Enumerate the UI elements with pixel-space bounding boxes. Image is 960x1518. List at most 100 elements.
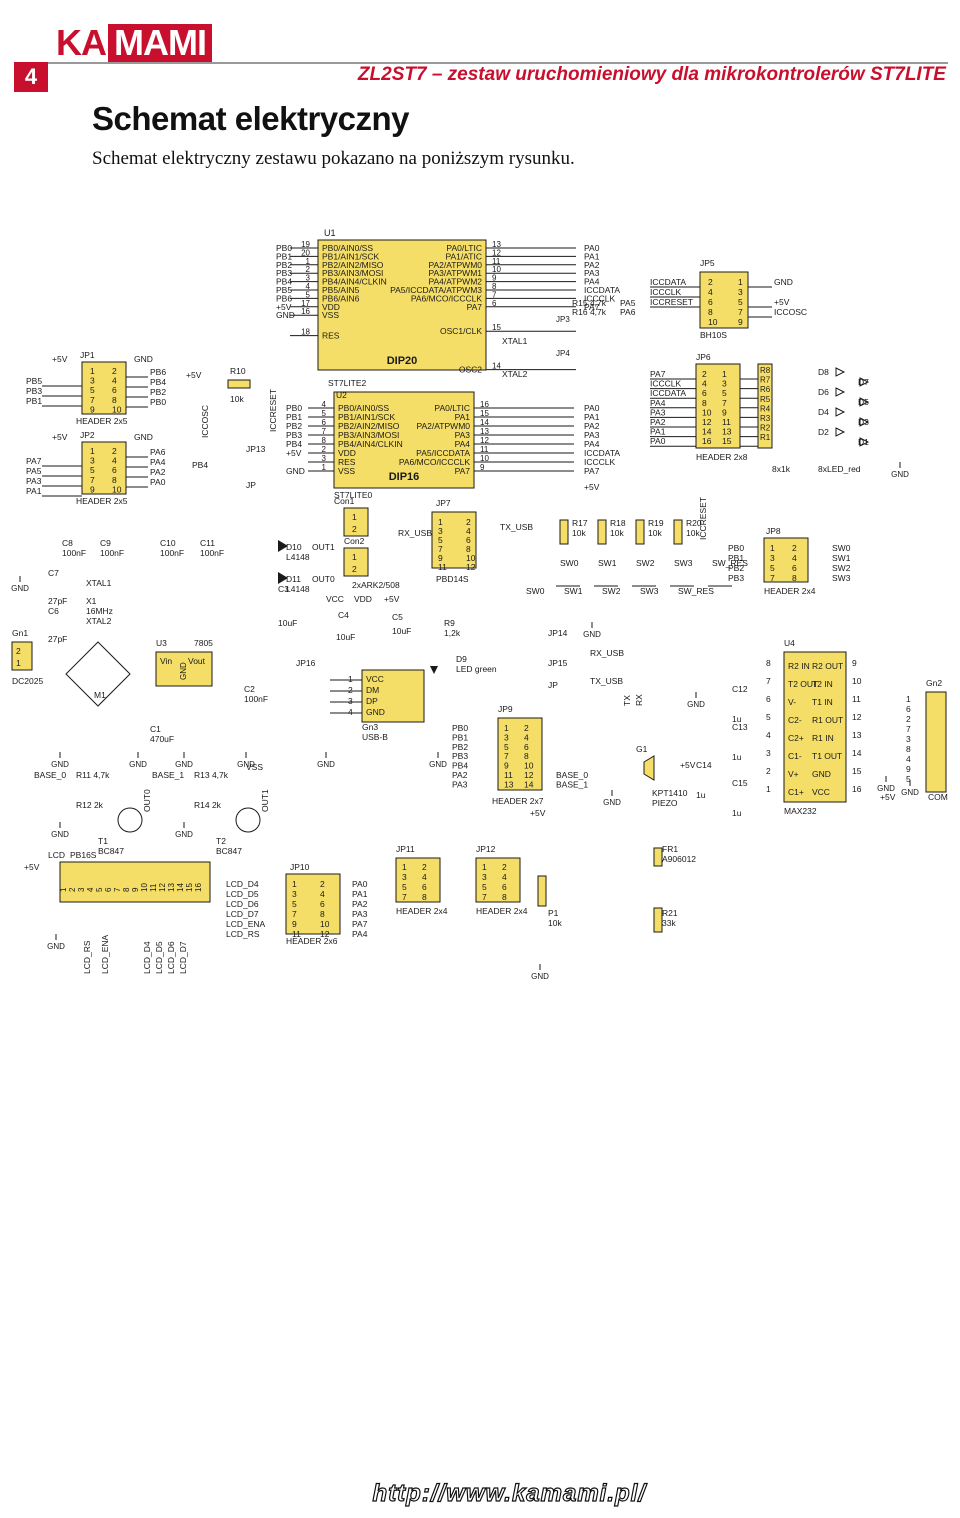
usb-pin-name: DP bbox=[366, 696, 378, 706]
jp-2x4-body bbox=[395, 857, 441, 903]
jp10-type: HEADER 2x6 bbox=[286, 936, 338, 946]
c15-ref: C15 bbox=[732, 778, 748, 788]
switch-label-top: SW2 bbox=[636, 558, 655, 568]
pb4-label: PB4 bbox=[192, 460, 208, 470]
diode-ref: D10 bbox=[286, 542, 302, 552]
jp10-net-right: PA4 bbox=[352, 929, 368, 939]
fr1-body bbox=[653, 847, 663, 867]
u1-pin-name: PB1/AIN1/SCK bbox=[322, 251, 379, 261]
u4-pin-name-right: R1 OUT bbox=[812, 715, 843, 725]
jp7-pin-left: 9 bbox=[438, 553, 443, 563]
pa5-label: PA5 bbox=[620, 298, 636, 308]
u2-pin-num: 10 bbox=[480, 454, 489, 463]
u1-pin-name: PB2/AIN2/MISO bbox=[322, 260, 384, 270]
transistor-base-net: BASE_0 bbox=[34, 770, 66, 780]
jp9-net-left: PB0 bbox=[452, 723, 468, 733]
jp-2x4-pin-right: 4 bbox=[422, 872, 427, 882]
u2-ref: U2 bbox=[336, 390, 347, 400]
jp-2x4-pin-right: 8 bbox=[422, 892, 427, 902]
switch-label-bottom: SW1 bbox=[564, 586, 583, 596]
rx-label: RX bbox=[634, 694, 644, 706]
jp-2x4-pin-left: 1 bbox=[402, 862, 407, 872]
u3-pin-gnd: GND bbox=[179, 662, 188, 680]
u1-pin-name: VDD bbox=[322, 302, 340, 312]
switch-label-top: SW3 bbox=[674, 558, 693, 568]
jp2-net-right: PA6 bbox=[150, 447, 166, 457]
jp5-net-left: ICCRESET bbox=[650, 297, 693, 307]
u1-pin-num: 5 bbox=[306, 290, 311, 299]
lcd-net-label: LCD_D5 bbox=[154, 941, 164, 974]
jp5-net-left: ICCDATA bbox=[650, 277, 686, 287]
gnd-label: GND bbox=[891, 470, 909, 479]
u4-pin-name-right: VCC bbox=[812, 787, 830, 797]
jp2-pin-right: 6 bbox=[112, 465, 117, 475]
led-resistor-label: R1 bbox=[760, 433, 771, 442]
jp1-pin-left: 5 bbox=[90, 385, 95, 395]
r10-body bbox=[227, 379, 251, 389]
jp2-net-right: PA0 bbox=[150, 477, 166, 487]
gnd-label: GND bbox=[687, 700, 705, 709]
jp10-net-left: LCD_D5 bbox=[226, 889, 259, 899]
led-label: D3 bbox=[858, 417, 869, 427]
jp-2x4-pin-left: 3 bbox=[402, 872, 407, 882]
u2-pin-num: 7 bbox=[322, 427, 327, 436]
jp10-net-right: PA7 bbox=[352, 919, 368, 929]
lcd-net-label: LCD_D6 bbox=[166, 941, 176, 974]
u4-pin-name-right: T1 IN bbox=[812, 697, 833, 707]
c7-ref: C7 bbox=[48, 568, 59, 578]
jp8-net-right: SW0 bbox=[832, 543, 851, 553]
jp2-pin-left: 9 bbox=[90, 484, 95, 494]
u2-net-left: +5V bbox=[286, 448, 302, 458]
u1-pin-name: PB6/AIN6 bbox=[322, 293, 360, 303]
piezo-part: KPT1410 bbox=[652, 788, 688, 798]
u4-pin-num-left: 3 bbox=[766, 748, 771, 758]
lcd-body bbox=[59, 861, 211, 903]
jp9-type: HEADER 2x7 bbox=[492, 796, 544, 806]
jp6-pin-left: 12 bbox=[702, 417, 712, 427]
footer-url: http://www.kamami.pl/ bbox=[372, 1479, 646, 1507]
u2-pin-name: PA0/LTIC bbox=[434, 403, 470, 413]
rx-usb-label: RX_USB bbox=[398, 528, 432, 538]
jp6-pin-right: 7 bbox=[722, 398, 727, 408]
u1-pin-name: PB0/AIN0/SS bbox=[322, 243, 373, 253]
u2-bottom-label: ST7LITE0 bbox=[334, 490, 373, 500]
lcd-part: PB16S bbox=[70, 850, 97, 860]
jp8-pin-left: 1 bbox=[770, 543, 775, 553]
iccreset-label: ICCRESET bbox=[268, 389, 278, 432]
u1-pin-num: 8 bbox=[492, 282, 497, 291]
jp1-net-left: PB3 bbox=[26, 386, 42, 396]
u2-pin-name: VDD bbox=[338, 448, 356, 458]
usb-type: USB-B bbox=[362, 732, 388, 742]
transistor-ref: T1 bbox=[98, 836, 108, 846]
jp-2x4-pin-left: 3 bbox=[482, 872, 487, 882]
vcc-label: +5V bbox=[52, 432, 68, 442]
u1-pin-num: 20 bbox=[301, 248, 310, 257]
u1-xtal2: XTAL2 bbox=[502, 369, 528, 379]
jp5-type: BH10S bbox=[700, 330, 727, 340]
lcd-pin: 5 bbox=[95, 887, 104, 892]
u4-pin-name-left: R2 IN bbox=[788, 661, 810, 671]
tx-usb-label: TX_USB bbox=[500, 522, 533, 532]
brand-logo: KA MAMI bbox=[56, 24, 212, 62]
r10-ref: R10 bbox=[230, 366, 246, 376]
jp7-pin-right: 4 bbox=[466, 526, 471, 536]
pullup-value: 10k bbox=[610, 528, 624, 538]
r21-body bbox=[653, 907, 663, 933]
pullup-resistor-body bbox=[597, 519, 607, 545]
jp9-pin-right: 4 bbox=[524, 732, 529, 742]
u4-pin-name-right: R1 IN bbox=[812, 733, 834, 743]
vcc-label: +5V bbox=[186, 370, 202, 380]
jp10-pin-right: 2 bbox=[320, 879, 325, 889]
con2-value: 2xARK2/508 bbox=[352, 580, 400, 590]
jp10-pin-left: 5 bbox=[292, 899, 297, 909]
jp16-label: JP16 bbox=[296, 658, 316, 668]
jp6-pin-left: 8 bbox=[702, 398, 707, 408]
jp-2x4-type: HEADER 2x4 bbox=[396, 906, 448, 916]
diode-net: OUT1 bbox=[312, 542, 335, 552]
u1-pin-num: 2 bbox=[306, 265, 311, 274]
c2-ref: C2 bbox=[244, 684, 255, 694]
u1-net-left: PB2 bbox=[276, 260, 292, 270]
p1-value: 10k bbox=[548, 918, 562, 928]
u2-pin-num: 14 bbox=[480, 418, 489, 427]
led-symbol bbox=[835, 427, 846, 437]
